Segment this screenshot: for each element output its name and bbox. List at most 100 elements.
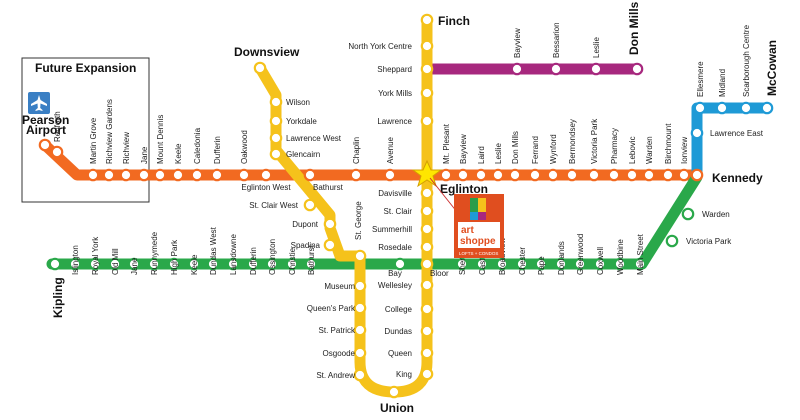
station-marker-lebovic[interactable]: [625, 168, 639, 182]
station-marker-bermondsey[interactable]: [565, 168, 579, 182]
station-marker-glencairn[interactable]: [269, 147, 283, 161]
station-marker-dundas[interactable]: [420, 324, 434, 338]
station-marker-mount-dennis[interactable]: [153, 168, 167, 182]
station-marker-yorkdale[interactable]: [269, 114, 283, 128]
station-marker-greenwood[interactable]: [573, 257, 587, 271]
station-label-dufferin: Dufferin: [213, 136, 222, 164]
station-marker-don-mills[interactable]: [508, 168, 522, 182]
station-marker-bay[interactable]: [393, 257, 407, 271]
station-marker-laird[interactable]: [474, 168, 488, 182]
station-marker-donlands[interactable]: [554, 257, 568, 271]
station-marker-christie[interactable]: [285, 257, 299, 271]
station-marker-rosedale[interactable]: [420, 240, 434, 254]
station-marker-scarborough-centre[interactable]: [739, 101, 753, 115]
station-marker-oakwood[interactable]: [237, 168, 251, 182]
station-marker-st-george[interactable]: [353, 249, 367, 263]
station-marker-leslie[interactable]: [589, 62, 603, 76]
station-marker-old-mill[interactable]: [108, 257, 122, 271]
station-marker-st-patrick[interactable]: [353, 323, 367, 337]
station-marker-museum[interactable]: [353, 279, 367, 293]
station-marker-dupont[interactable]: [323, 217, 337, 231]
airplane-icon: [28, 92, 50, 114]
station-marker-bathurst[interactable]: [303, 168, 317, 182]
station-marker-spadina[interactable]: [323, 238, 337, 252]
station-marker-richview[interactable]: [119, 168, 133, 182]
station-marker-lansdowne[interactable]: [226, 257, 240, 271]
station-marker-ferrand[interactable]: [528, 168, 542, 182]
station-marker-finch[interactable]: [420, 13, 434, 27]
station-marker-broadview[interactable]: [495, 257, 509, 271]
station-marker-high-park[interactable]: [167, 257, 181, 271]
station-marker-kennedy[interactable]: [690, 168, 704, 182]
station-marker-wellesley[interactable]: [420, 278, 434, 292]
station-marker-chaplin[interactable]: [349, 168, 363, 182]
station-marker-keele[interactable]: [171, 168, 185, 182]
station-marker-ionview[interactable]: [677, 168, 691, 182]
station-marker-north-york-centre[interactable]: [420, 39, 434, 53]
station-marker-ellesmere[interactable]: [693, 101, 707, 115]
station-marker-sherbourne[interactable]: [455, 257, 469, 271]
station-marker-birchmount[interactable]: [661, 168, 675, 182]
station-marker-pearson[interactable]: [38, 138, 52, 152]
station-marker-queen[interactable]: [420, 346, 434, 360]
station-marker-leslie[interactable]: [491, 168, 505, 182]
station-marker-st-andrew[interactable]: [353, 368, 367, 382]
station-marker-dufferin[interactable]: [246, 257, 260, 271]
station-marker-martin-grove[interactable]: [86, 168, 100, 182]
station-marker-lawrence[interactable]: [420, 114, 434, 128]
station-marker-osgoode[interactable]: [353, 346, 367, 360]
station-marker-chester[interactable]: [515, 257, 529, 271]
station-marker-pape[interactable]: [534, 257, 548, 271]
station-marker-castle-frank[interactable]: [475, 257, 489, 271]
station-marker-st-clair[interactable]: [420, 204, 434, 218]
station-marker-summerhill[interactable]: [420, 222, 434, 236]
station-marker-sheppard[interactable]: [420, 62, 434, 76]
station-marker-midland[interactable]: [715, 101, 729, 115]
station-marker-union[interactable]: [387, 385, 401, 399]
station-marker-caledonia[interactable]: [190, 168, 204, 182]
station-marker-warden[interactable]: [681, 207, 695, 221]
station-marker-college[interactable]: [420, 302, 434, 316]
station-marker-jane[interactable]: [137, 168, 151, 182]
station-marker-warden[interactable]: [642, 168, 656, 182]
station-marker-bayview[interactable]: [510, 62, 524, 76]
station-marker-dufferin[interactable]: [210, 168, 224, 182]
station-marker-lawrence-east[interactable]: [690, 126, 704, 140]
station-marker-dundas-west[interactable]: [206, 257, 220, 271]
station-marker-pharmacy[interactable]: [607, 168, 621, 182]
station-marker-kipling[interactable]: [48, 257, 62, 271]
station-marker-king[interactable]: [420, 367, 434, 381]
station-marker-york-mills[interactable]: [420, 86, 434, 100]
station-marker-eglinton-west[interactable]: [259, 168, 273, 182]
station-label-wilson: Wilson: [286, 98, 310, 107]
station-marker-renforth[interactable]: [50, 145, 64, 159]
station-marker-queen-s-park[interactable]: [353, 301, 367, 315]
station-marker-coxwell[interactable]: [593, 257, 607, 271]
station-marker-keele[interactable]: [187, 257, 201, 271]
station-label-bessarion: Bessarion: [552, 22, 561, 58]
station-marker-islington[interactable]: [68, 257, 82, 271]
station-marker-royal-york[interactable]: [88, 257, 102, 271]
station-marker-wilson[interactable]: [269, 95, 283, 109]
station-marker-richview-gardens[interactable]: [102, 168, 116, 182]
station-marker-bloor[interactable]: [420, 257, 434, 271]
station-marker-jane[interactable]: [127, 257, 141, 271]
station-marker-lawrence-west[interactable]: [269, 131, 283, 145]
station-marker-mt-plesant[interactable]: [439, 168, 453, 182]
station-marker-bathurst[interactable]: [304, 257, 318, 271]
station-marker-st-clair-west[interactable]: [303, 198, 317, 212]
station-marker-mccowan[interactable]: [760, 101, 774, 115]
station-marker-davisville[interactable]: [420, 186, 434, 200]
station-marker-victoria-park[interactable]: [587, 168, 601, 182]
station-marker-victoria-park[interactable]: [665, 234, 679, 248]
station-marker-ossington[interactable]: [265, 257, 279, 271]
station-marker-woodbine[interactable]: [613, 257, 627, 271]
station-marker-runnymede[interactable]: [147, 257, 161, 271]
station-marker-don-mills[interactable]: [630, 62, 644, 76]
station-marker-downsview[interactable]: [253, 61, 267, 75]
station-marker-main-street[interactable]: [633, 257, 647, 271]
station-marker-bayview[interactable]: [456, 168, 470, 182]
station-marker-wynford[interactable]: [546, 168, 560, 182]
station-marker-bessarion[interactable]: [549, 62, 563, 76]
station-marker-avenue[interactable]: [383, 168, 397, 182]
